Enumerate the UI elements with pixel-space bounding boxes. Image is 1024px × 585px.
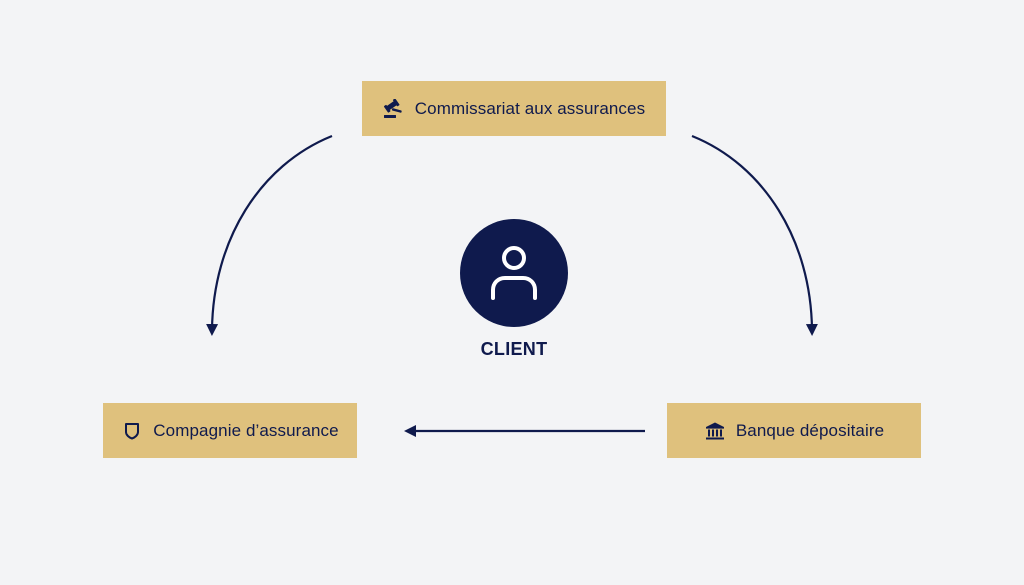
node-banque: Banque dépositaire (667, 403, 921, 458)
edge-top-to-right (691, 134, 818, 336)
client-avatar (460, 219, 568, 327)
bank-icon (704, 420, 726, 442)
node-compagnie: Compagnie d’assurance (103, 403, 357, 458)
node-commissariat: Commissariat aux assurances (362, 81, 666, 136)
edge-top-to-left (206, 134, 333, 336)
user-icon (491, 246, 537, 300)
gavel-icon (383, 98, 405, 120)
node-commissariat-label: Commissariat aux assurances (414, 98, 646, 118)
shield-icon (121, 420, 143, 442)
node-compagnie-label: Compagnie d’assurance (153, 420, 339, 440)
node-banque-label: Banque dépositaire (735, 420, 885, 440)
client-label: CLIENT (480, 339, 548, 359)
